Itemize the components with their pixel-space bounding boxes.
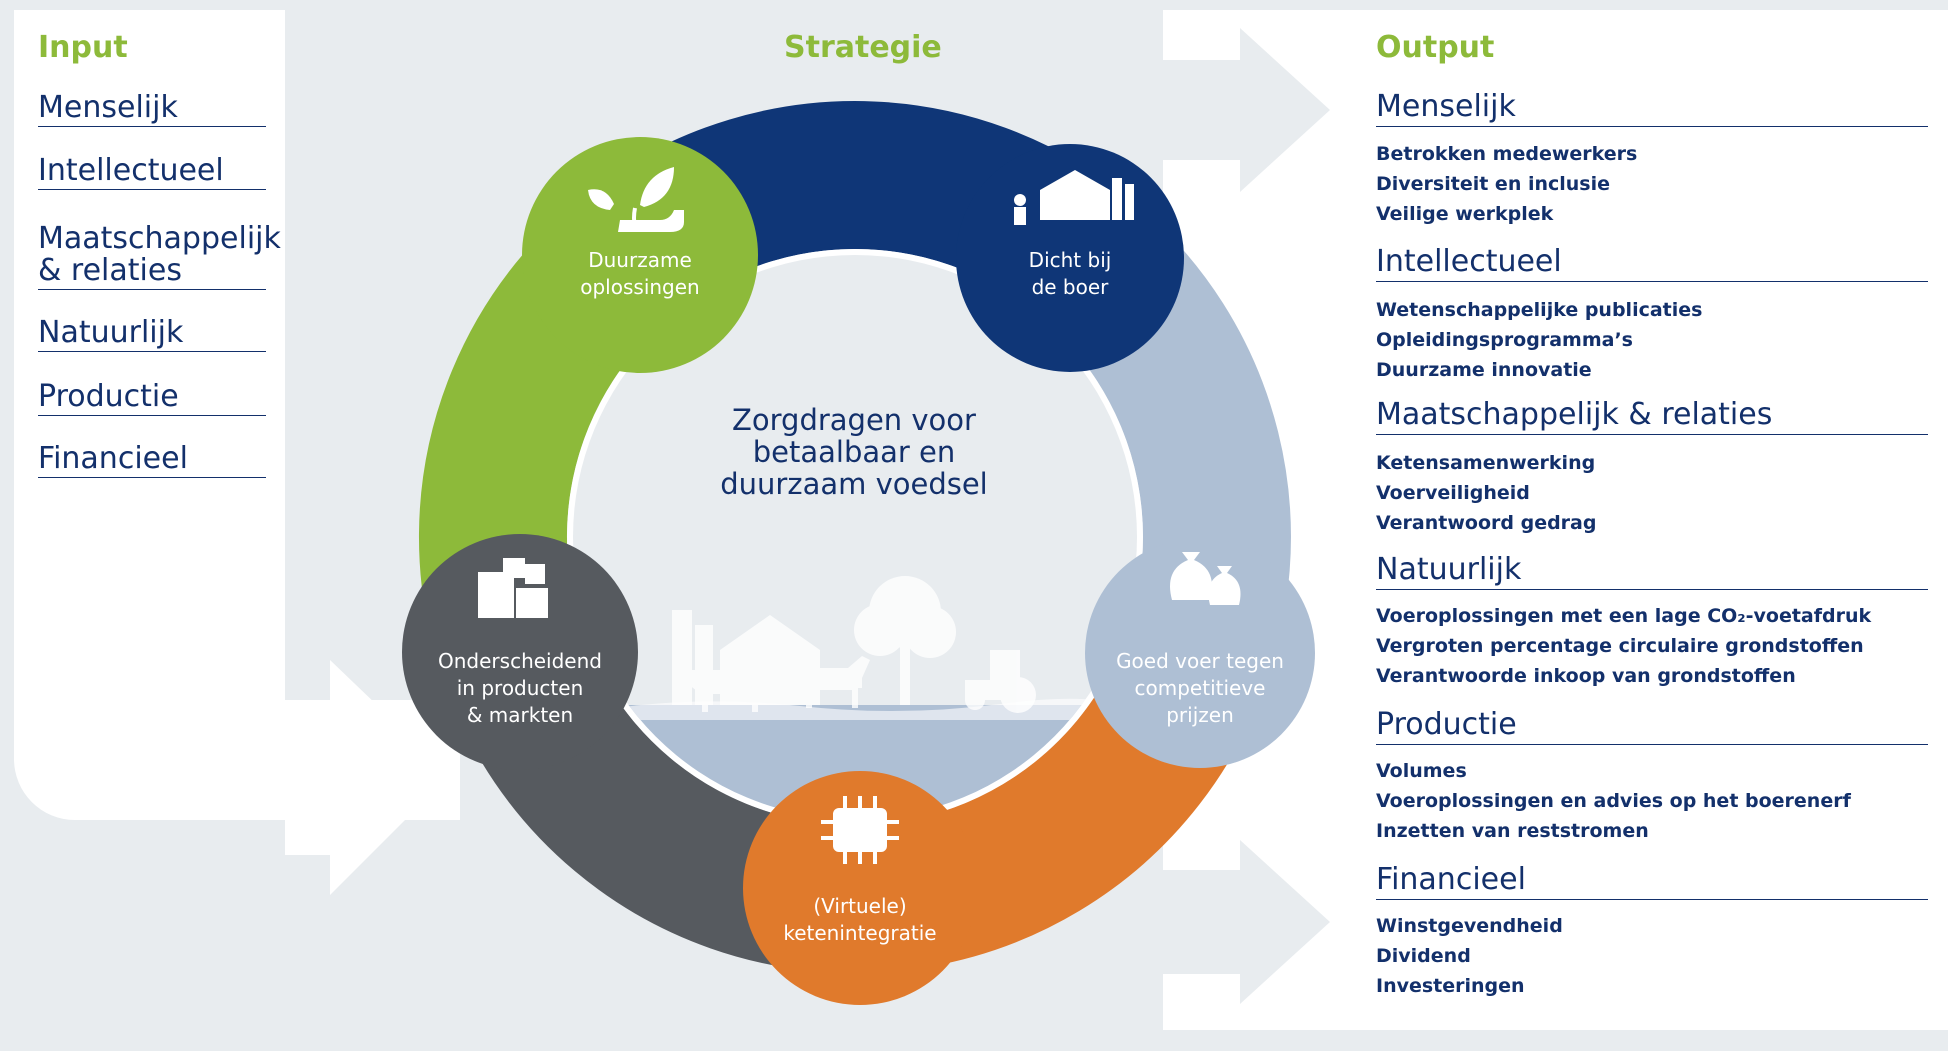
output-list-financieel: Winstgevendheid Dividend Investeringen xyxy=(1376,911,1563,1001)
list-item: Winstgevendheid xyxy=(1376,915,1563,937)
list-item: Diversiteit en inclusie xyxy=(1376,173,1611,195)
input-item-financieel: Financieel xyxy=(38,443,266,478)
output-category-intellectueel: Intellectueel xyxy=(1376,245,1928,282)
list-item: Verantwoord gedrag xyxy=(1376,512,1597,534)
output-list-productie: Volumes Voeroplossingen en advies op het… xyxy=(1376,756,1851,846)
node-label-goed-voer: Goed voer tegen competitieve prijzen xyxy=(1116,649,1284,727)
input-heading: Input xyxy=(38,30,128,65)
output-list-natuurlijk: Voeroplossingen met een lage CO₂-voetafd… xyxy=(1376,601,1871,691)
output-list-intellectueel: Wetenschappelijke publicaties Opleidings… xyxy=(1376,295,1702,385)
list-item: Volumes xyxy=(1376,760,1467,782)
node-circle-grey xyxy=(402,534,638,770)
output-heading: Output xyxy=(1376,30,1495,65)
boxes-icon xyxy=(478,558,548,618)
input-item-natuurlijk: Natuurlijk xyxy=(38,317,266,352)
list-item: Ketensamenwerking xyxy=(1376,452,1596,474)
plant-sprout-icon xyxy=(588,167,684,232)
list-item: Duurzame innovatie xyxy=(1376,359,1592,381)
node-circle-green xyxy=(522,137,758,373)
list-item: Opleidingsprogramma’s xyxy=(1376,329,1633,351)
circuit-chip-icon xyxy=(821,796,899,864)
node-label-dicht-bij-de-boer: Dicht bij de boer xyxy=(1028,248,1112,299)
output-category-menselijk: Menselijk xyxy=(1376,90,1928,127)
list-item: Wetenschappelijke publicaties xyxy=(1376,299,1703,321)
output-category-natuurlijk: Natuurlijk xyxy=(1376,553,1928,590)
node-label-ketenintegratie: (Virtuele) ketenintegratie xyxy=(783,894,937,945)
list-item: Betrokken medewerkers xyxy=(1376,143,1638,165)
feed-bags-icon xyxy=(1170,552,1241,605)
list-item: Voeroplossingen en advies op het boerene… xyxy=(1376,790,1851,812)
list-item: Vergroten percentage circulaire grondsto… xyxy=(1376,635,1864,657)
node-circle-orange xyxy=(743,771,977,1005)
list-item: Voeroplossingen met een lage CO₂-voetafd… xyxy=(1376,605,1872,627)
input-arrow-icon xyxy=(285,660,450,895)
output-category-maatschappelijk: Maatschappelijk & relaties xyxy=(1376,398,1928,435)
list-item: Dividend xyxy=(1376,945,1471,967)
output-arrow-bottom-icon xyxy=(1163,840,1330,1004)
input-item-maatschappelijk: Maatschappelijk & relaties xyxy=(38,221,281,290)
input-item-menselijk: Menselijk xyxy=(38,92,266,127)
strategy-center-text: Zorgdragen voor betaalbaar en duurzaam v… xyxy=(720,403,988,501)
output-category-productie: Productie xyxy=(1376,708,1928,745)
farm-barn-icon xyxy=(1014,170,1134,225)
output-arrow-top-icon xyxy=(1163,28,1330,192)
strategy-heading: Strategie xyxy=(784,30,942,65)
output-category-financieel: Financieel xyxy=(1376,863,1928,900)
node-label-duurzame-oplossingen: Duurzame oplossingen xyxy=(580,248,700,299)
list-item: Voerveiligheid xyxy=(1376,482,1530,504)
node-label-onderscheidend: Onderscheidend in producten & markten xyxy=(438,649,602,727)
output-panel xyxy=(1163,10,1948,1030)
list-item: Verantwoorde inkoop van grondstoffen xyxy=(1376,665,1796,687)
input-item-intellectueel: Intellectueel xyxy=(38,155,266,190)
output-list-maatschappelijk: Ketensamenwerking Voerveiligheid Verantw… xyxy=(1376,448,1596,538)
output-list-menselijk: Betrokken medewerkers Diversiteit en inc… xyxy=(1376,139,1637,229)
list-item: Veilige werkplek xyxy=(1376,203,1554,225)
list-item: Investeringen xyxy=(1376,975,1525,997)
node-circle-light-blue xyxy=(1085,538,1315,768)
list-item: Inzetten van reststromen xyxy=(1376,820,1649,842)
input-item-productie: Productie xyxy=(38,381,266,416)
